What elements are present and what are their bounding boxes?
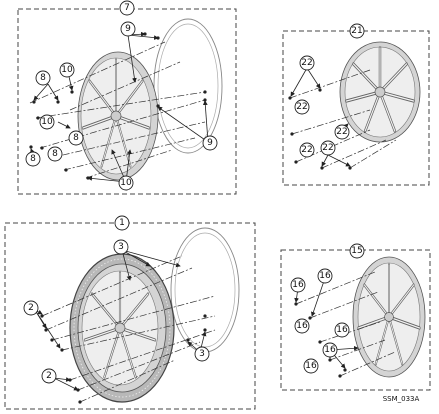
callout-2-upper: 2	[23, 300, 39, 316]
svg-text:3: 3	[199, 349, 205, 359]
callout-22-top: 22	[299, 55, 315, 71]
svg-text:16: 16	[292, 280, 304, 290]
callout-2-lower: 2	[41, 368, 57, 384]
tire-ring-icon	[153, 18, 223, 154]
callout-22-lower-left: 22	[299, 142, 315, 158]
svg-text:9: 9	[125, 24, 131, 34]
svg-text:9: 9	[207, 138, 213, 148]
callout-8-left: 8	[25, 151, 41, 167]
svg-text:8: 8	[52, 149, 58, 159]
panel-item-7: 7 9 8 10 10 8 8 8 9 10	[17, 0, 237, 195]
panel-item-15: 15 16 16 16 16 16 16	[280, 243, 431, 391]
callout-16-bottom: 16	[303, 358, 319, 374]
tire-wheel-icon	[69, 253, 175, 403]
svg-text:7: 7	[124, 3, 130, 13]
svg-text:22: 22	[296, 102, 307, 112]
panel-item-21: 21 22 22 22 22 22	[282, 23, 430, 186]
svg-text:10: 10	[120, 178, 132, 188]
callout-22-left: 22	[294, 99, 310, 115]
callout-15: 15	[349, 243, 365, 259]
svg-text:16: 16	[296, 321, 308, 331]
callout-10-middle: 10	[39, 114, 55, 130]
bolt-icon	[294, 302, 347, 378]
callout-21: 21	[349, 23, 365, 39]
svg-text:1: 1	[119, 218, 125, 228]
svg-text:16: 16	[319, 271, 331, 281]
callout-8-middle: 8	[68, 130, 84, 146]
svg-text:15: 15	[351, 246, 362, 256]
svg-text:16: 16	[324, 345, 336, 355]
svg-text:16: 16	[305, 361, 317, 371]
svg-text:8: 8	[40, 73, 46, 83]
callout-16-mid-left: 16	[294, 318, 310, 334]
hardware-centerlines	[295, 271, 396, 377]
callout-1: 1	[114, 215, 130, 231]
rim-wheel-icon	[339, 41, 421, 143]
panel-item-1: 1 3 2 3 2	[4, 215, 256, 410]
svg-text:2: 2	[46, 371, 52, 381]
callout-3-top: 3	[113, 239, 129, 255]
svg-text:3: 3	[118, 242, 124, 252]
svg-text:2: 2	[28, 303, 34, 313]
svg-text:8: 8	[73, 133, 79, 143]
svg-text:22: 22	[301, 58, 312, 68]
hardware-centerlines	[41, 255, 216, 403]
callout-10-upper: 10	[59, 62, 75, 78]
svg-text:22: 22	[336, 127, 347, 137]
svg-text:21: 21	[351, 26, 362, 36]
svg-text:8: 8	[30, 154, 36, 164]
rim-wheel-icon	[352, 256, 426, 378]
callout-7: 7	[119, 0, 135, 16]
panel-1-frame	[4, 222, 256, 410]
callout-10-bottom: 10	[118, 175, 134, 191]
svg-text:10: 10	[61, 65, 73, 75]
callout-3-right: 3	[194, 346, 210, 362]
callout-9-top: 9	[120, 21, 136, 37]
bolt-icon	[288, 88, 352, 170]
callout-8-upper: 8	[35, 70, 51, 86]
callout-9-right: 9	[202, 135, 218, 151]
callout-16-low: 16	[322, 342, 338, 358]
callout-16-mid: 16	[334, 322, 350, 338]
callout-22-lower: 22	[320, 140, 336, 156]
callout-16-top-left: 16	[290, 277, 306, 293]
svg-text:10: 10	[41, 117, 53, 127]
callout-8-lower: 8	[47, 146, 63, 162]
svg-text:22: 22	[301, 145, 312, 155]
callout-22-right: 22	[334, 124, 350, 140]
svg-text:22: 22	[322, 143, 333, 153]
callout-16-top: 16	[317, 268, 333, 284]
drawing-reference-label: SSM_033A	[383, 395, 420, 403]
svg-text:16: 16	[336, 325, 348, 335]
rim-wheel-icon	[77, 51, 159, 181]
